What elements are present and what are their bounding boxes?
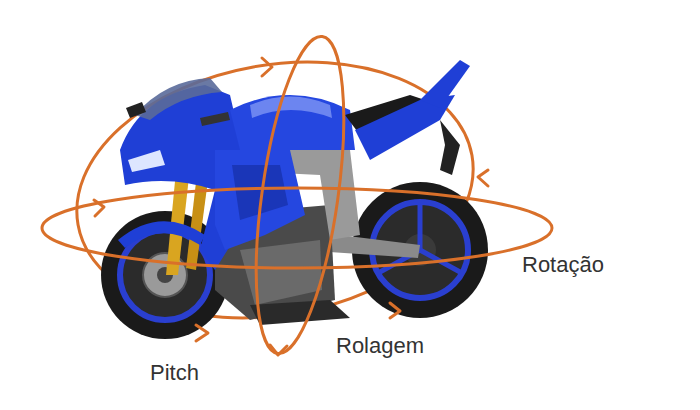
arrowheads	[94, 58, 488, 355]
axis-label: Rolagem	[336, 333, 424, 359]
rotation-ring	[42, 188, 552, 268]
axis-label: Pitch	[150, 360, 199, 386]
axis-label: Rotação	[522, 252, 604, 278]
roll-ring	[240, 31, 360, 358]
pitch-ring	[56, 32, 493, 348]
motorcycle	[101, 60, 488, 339]
